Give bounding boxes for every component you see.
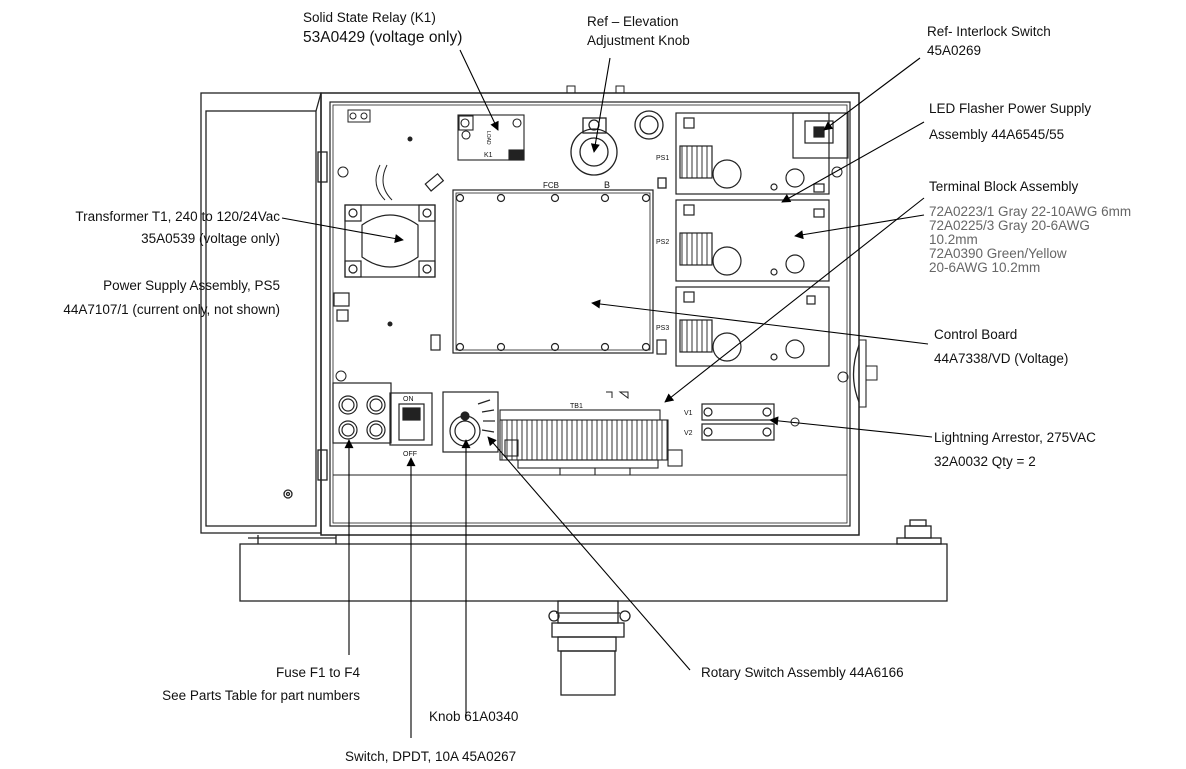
- terminal-block-tb1: TB1: [499, 391, 683, 476]
- terminal-block-leader: [664, 197, 925, 403]
- v2-mark: V2: [684, 430, 693, 437]
- off-mark: OFF: [403, 451, 417, 458]
- led-flasher-callout: LED Flasher Power Supply Assembly 44A654…: [929, 99, 1091, 144]
- arrestor-callout: Lightning Arrestor, 275VAC 32A0032 Qty =…: [934, 428, 1096, 471]
- enclosure-base: [239, 519, 948, 696]
- tb1-mark: TB1: [570, 403, 583, 410]
- leader-lines: [281, 49, 933, 738]
- transformer-leader: [281, 217, 404, 243]
- led-flasher-power-supplies: PS1 PS2 PS3: [656, 112, 830, 367]
- interlock-callout-line2: 45A0269: [927, 43, 982, 58]
- control-board-leader: [591, 299, 929, 345]
- relay-callout: Solid State Relay (K1) 53A0429 (voltage …: [303, 8, 462, 49]
- terminal-block-callout-line3: 10.2mm: [929, 232, 978, 247]
- ps3-mark: PS3: [656, 325, 669, 332]
- led-flasher-second-leader: [794, 214, 925, 240]
- led-flasher-callout-line2: Assembly 44A6545/55: [929, 127, 1065, 142]
- rotary-switch-assembly: [442, 391, 499, 453]
- terminal-block-callout-line5: 20-6AWG 10.2mm: [929, 260, 1041, 275]
- transformer-callout: Transformer T1, 240 to 120/24Vac 35A0539…: [75, 207, 280, 248]
- arrestor-leader: [769, 416, 933, 438]
- switch-callout: Switch, DPDT, 10A 45A0267: [345, 747, 516, 766]
- solid-state-relay-k1: K1 LOAD: [457, 114, 525, 161]
- relay-leader: [459, 49, 499, 131]
- power-supply-callout-line2: 44A7107/1 (current only, not shown): [63, 302, 280, 317]
- k1-mark: K1: [484, 152, 493, 159]
- power-supply-callout-line1: Power Supply Assembly, PS5: [103, 278, 280, 293]
- interlock-callout: Ref- Interlock Switch 45A0269: [927, 22, 1051, 60]
- ps1-mark: PS1: [656, 155, 669, 162]
- lightning-arrestors: V1 V2: [684, 403, 775, 441]
- transformer-callout-line1: Transformer T1, 240 to 120/24Vac: [75, 209, 280, 224]
- fuse-callout-line1: Fuse F1 to F4: [275, 665, 360, 680]
- control-board-fcb: FCB B: [430, 180, 667, 355]
- rotary-leader: [487, 436, 691, 671]
- terminal-block-callout: Terminal Block Assembly 72A0223/1 Gray 2…: [929, 177, 1131, 275]
- terminal-block-callout-line4: 72A0390 Green/Yellow: [929, 246, 1067, 261]
- control-board-callout: Control Board 44A7338/VD (Voltage): [934, 325, 1068, 368]
- ps2-mark: PS2: [656, 239, 669, 246]
- elevation-callout-line2: Adjustment Knob: [587, 33, 690, 48]
- terminal-block-callout-line2: 72A0225/3 Gray 20-6AWG: [929, 218, 1090, 233]
- fuse-callout: Fuse F1 to F4 See Parts Table for part n…: [162, 663, 360, 705]
- rotary-callout: Rotary Switch Assembly 44A6166: [701, 663, 904, 682]
- arrestor-callout-line1: Lightning Arrestor, 275VAC: [934, 430, 1096, 445]
- interlock-switch: [792, 112, 849, 159]
- knob-callout: Knob 61A0340: [429, 707, 518, 726]
- elevation-knob-leader: [590, 57, 611, 153]
- transformer-callout-line2: 35A0539 (voltage only): [141, 231, 280, 246]
- knob-callout-line1: Knob 61A0340: [429, 709, 519, 724]
- load-mark: LOAD: [485, 131, 491, 145]
- fuse-callout-line2: See Parts Table for part numbers: [162, 688, 360, 703]
- terminal-block-callout-title: Terminal Block Assembly: [929, 179, 1079, 194]
- relay-callout-title: Solid State Relay (K1): [303, 10, 436, 25]
- rotary-callout-line1: Rotary Switch Assembly 44A6166: [701, 665, 904, 680]
- enclosure-body: [320, 85, 878, 536]
- elevation-adjustment-knob: [570, 110, 667, 189]
- relay-callout-part: 53A0429 (voltage only): [303, 29, 463, 46]
- elevation-callout: Ref – Elevation Adjustment Knob: [587, 12, 690, 50]
- arrestor-callout-line2: 32A0032 Qty = 2: [934, 454, 1036, 469]
- led-flasher-leader: [781, 121, 925, 203]
- led-flasher-callout-line1: LED Flasher Power Supply: [929, 101, 1092, 116]
- fcb-mark: FCB: [543, 181, 559, 190]
- v1-mark: V1: [684, 410, 693, 417]
- interlock-callout-line1: Ref- Interlock Switch: [927, 24, 1051, 39]
- fuse-block: [332, 382, 392, 444]
- dpdt-switch: ON OFF: [389, 392, 433, 458]
- transformer-t1: [333, 164, 445, 322]
- control-board-callout-line1: Control Board: [934, 327, 1018, 342]
- power-supply-callout: Power Supply Assembly, PS5 44A7107/1 (cu…: [63, 276, 280, 319]
- control-board-callout-line2: 44A7338/VD (Voltage): [934, 351, 1069, 366]
- switch-callout-line1: Switch, DPDT, 10A 45A0267: [345, 749, 517, 764]
- on-mark: ON: [403, 396, 414, 403]
- interlock-leader: [823, 57, 921, 131]
- elevation-callout-line1: Ref – Elevation: [587, 14, 679, 29]
- b-mark: B: [604, 180, 610, 190]
- terminal-block-callout-line1: 72A0223/1 Gray 22-10AWG 6mm: [929, 204, 1132, 219]
